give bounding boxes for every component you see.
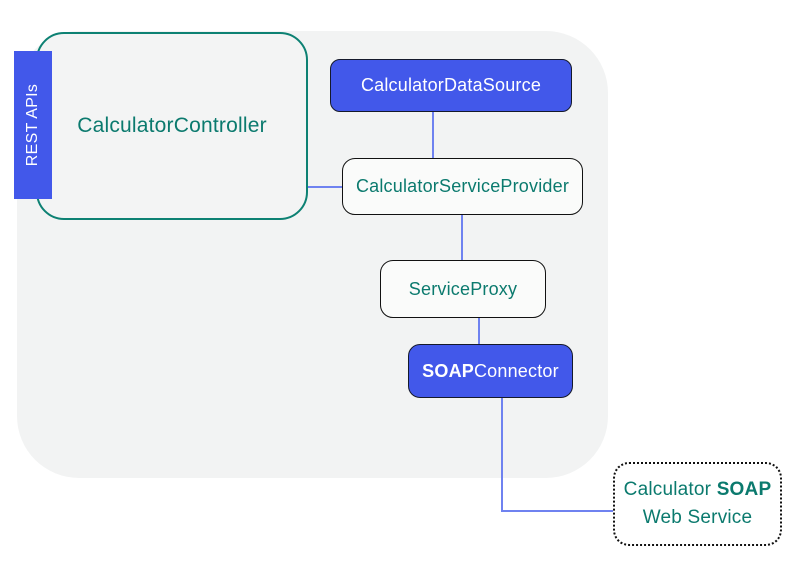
web-service-line2: Web Service	[642, 507, 753, 528]
node-soap-connector: SOAPConnector	[408, 344, 573, 398]
connector-serviceproxy-soapconnector	[478, 318, 480, 345]
node-soap-connector-label: SOAPConnector	[422, 361, 559, 382]
rest-apis-label: REST APIs	[24, 83, 41, 167]
node-service-proxy-label: ServiceProxy	[408, 278, 518, 299]
web-service-line1-regular: Calculator	[623, 479, 717, 500]
connector-soapconnector-vertical	[501, 398, 503, 512]
node-service-proxy: ServiceProxy	[380, 260, 546, 318]
connector-soapconnector-webservice	[501, 510, 613, 512]
node-calculator-service-provider: CalculatorServiceProvider	[342, 158, 583, 215]
node-calculator-soap-web-service: Calculator SOAP Web Service	[613, 462, 782, 546]
node-calculator-soap-web-service-label: Calculator SOAP Web Service	[624, 476, 772, 532]
connector-serviceprovider-serviceproxy	[461, 215, 463, 261]
node-calculator-service-provider-label: CalculatorServiceProvider	[355, 176, 570, 196]
web-service-line1-bold: SOAP	[716, 479, 772, 500]
node-calculator-controller: CalculatorController	[36, 32, 308, 220]
soap-connector-bold-part: SOAP	[422, 360, 474, 381]
soap-connector-regular-part: Connector	[473, 360, 559, 381]
rest-apis-badge: REST APIs	[14, 51, 52, 199]
node-calculator-controller-label: CalculatorController	[77, 114, 267, 137]
connector-datasource-serviceprovider	[432, 112, 434, 159]
node-calculator-datasource: CalculatorDataSource	[330, 59, 572, 112]
connector-controller-serviceprovider	[308, 186, 342, 188]
node-calculator-datasource-label: CalculatorDataSource	[360, 75, 542, 95]
